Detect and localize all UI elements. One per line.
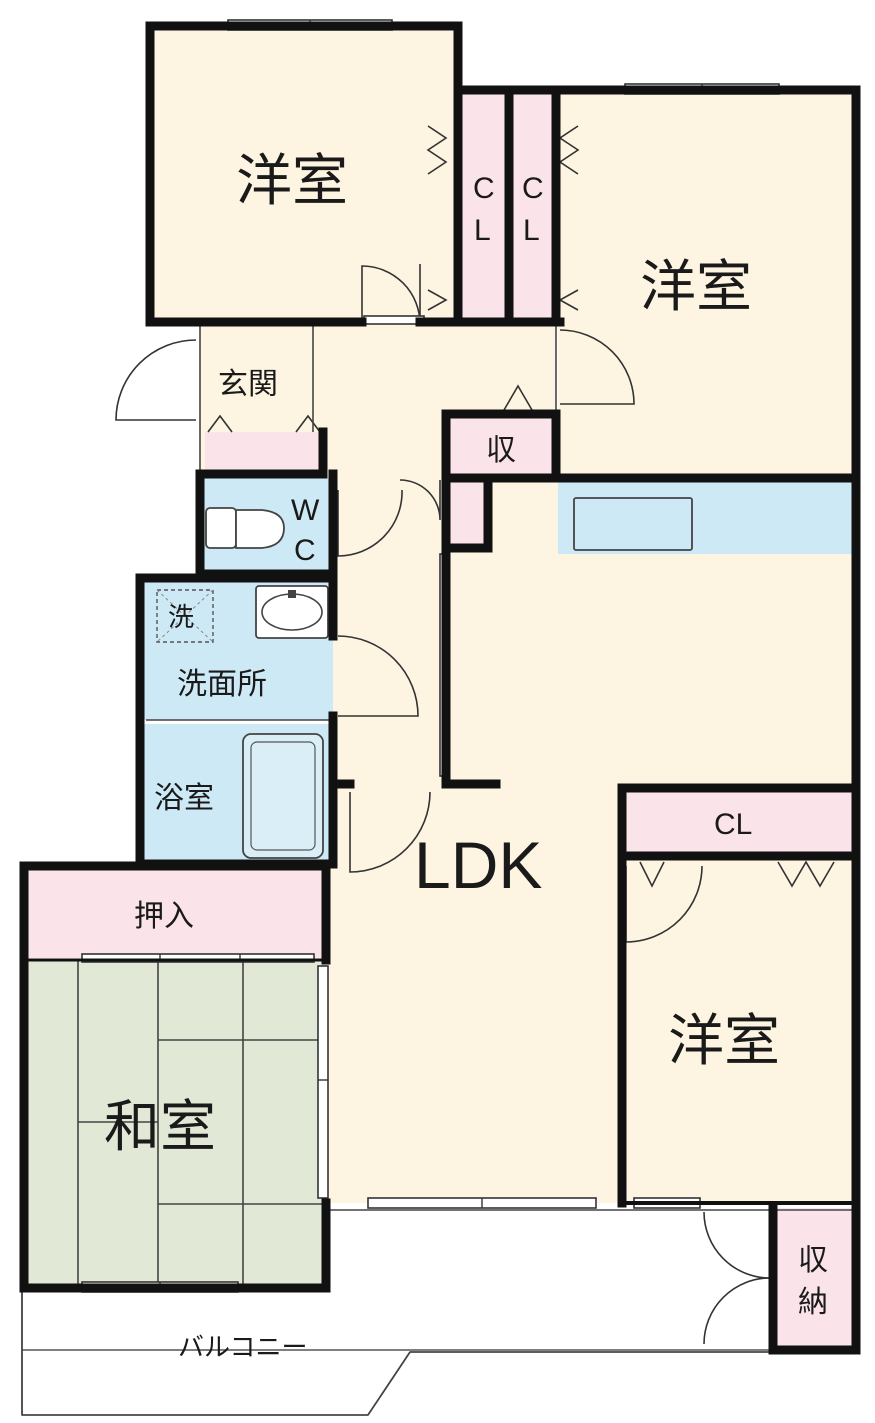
closet-v1-bottom-label: L xyxy=(474,214,491,247)
bathtub xyxy=(242,733,324,859)
closet-v2-bottom-label: L xyxy=(523,214,540,247)
closet-se-area xyxy=(622,788,854,854)
balcony-storage-bottom-label: 納 xyxy=(798,1285,828,1320)
bedroom-se-floor xyxy=(622,855,854,1203)
closet-v2-top-label: C xyxy=(522,172,544,205)
door-swings xyxy=(115,125,835,1345)
closet-vertical-2 xyxy=(512,90,556,322)
balcony-storage-area xyxy=(773,1208,855,1348)
kitchen-counter xyxy=(558,482,854,554)
bathroom-label: 浴室 xyxy=(154,781,214,816)
closet-se-label: CL xyxy=(714,808,752,841)
genkan-label: 玄関 xyxy=(218,367,278,402)
washer-label: 洗 xyxy=(168,603,194,633)
toilet-icon xyxy=(205,507,285,549)
balcony-storage-top-label: 収 xyxy=(798,1243,828,1278)
wc-top-label: W xyxy=(291,494,320,527)
shoe-cabinet xyxy=(205,432,323,474)
balcony-rail-angle xyxy=(367,1351,411,1416)
washer-place xyxy=(156,589,214,643)
tatami-grid xyxy=(77,960,326,1286)
closet-vertical-1 xyxy=(460,90,506,322)
interior-lines xyxy=(146,326,557,721)
ldk-label: LDK xyxy=(414,828,542,902)
storage-small-label: 収 xyxy=(486,433,516,468)
bedroom-se-label: 洋室 xyxy=(668,1009,780,1074)
walls xyxy=(19,21,861,1355)
washitsu-label: 和室 xyxy=(104,1095,216,1160)
storage-pillar xyxy=(448,478,488,548)
wc-bottom-label: C xyxy=(294,534,316,567)
storage-small-area xyxy=(448,418,556,474)
oshiire-area xyxy=(28,870,326,958)
kitchen-sink xyxy=(573,497,693,551)
bedroom-nw-label: 洋室 xyxy=(236,149,348,214)
washroom-label: 洗面所 xyxy=(177,667,267,702)
bedroom-ne-floor xyxy=(558,90,854,476)
closet-v1-top-label: C xyxy=(473,172,495,205)
balcony-label: バルコニー xyxy=(178,1333,307,1363)
washbasin-icon xyxy=(255,585,329,639)
oshiire-label: 押入 xyxy=(134,899,194,934)
bedroom-ne-label: 洋室 xyxy=(640,255,752,320)
bedroom-nw-floor xyxy=(150,26,458,322)
